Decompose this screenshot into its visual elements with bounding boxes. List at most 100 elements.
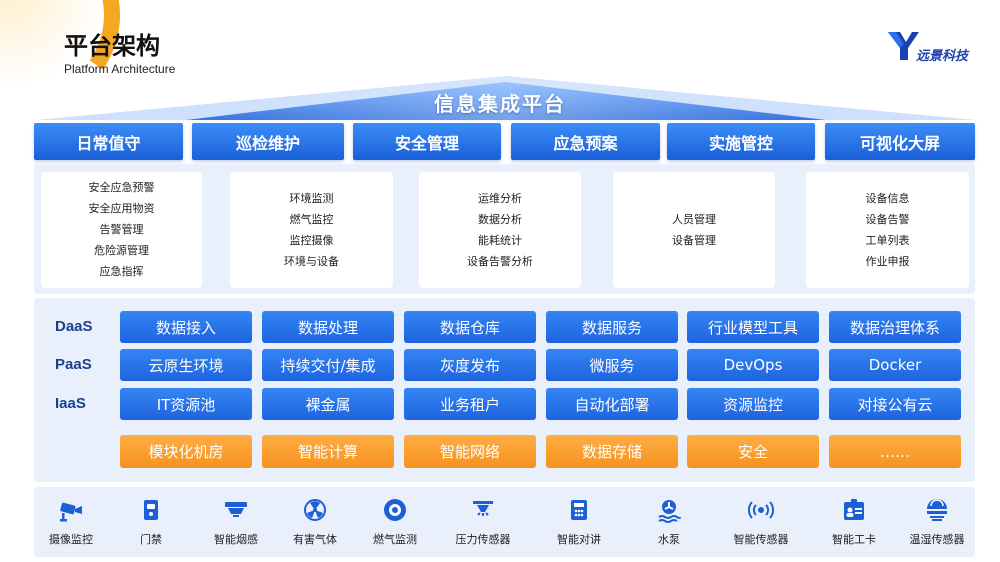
category-implementation: 实施管控	[667, 123, 815, 160]
infra-cell: 数据存储	[546, 435, 678, 468]
infra-cell: 智能网络	[404, 435, 536, 468]
paas-cell: 持续交付/集成	[262, 349, 394, 381]
layer-label-daas: DaaS	[55, 318, 93, 335]
feature-item: 能耗统计	[478, 233, 522, 247]
paas-cell: 灰度发布	[404, 349, 536, 381]
feature-item: 运维分析	[478, 191, 522, 205]
paas-cell: 微服务	[546, 349, 678, 381]
category-inspection: 巡检维护	[192, 123, 344, 160]
platform-roof	[36, 76, 976, 122]
iaas-cell: IT资源池	[120, 388, 252, 420]
daas-cell: 数据服务	[546, 311, 678, 343]
paas-cell: 云原生环境	[120, 349, 252, 381]
device-pressure-sensor: 压力传感器	[443, 497, 523, 547]
logo-mark-icon	[888, 32, 919, 60]
paas-cell: DevOps	[687, 349, 819, 381]
device-water-pump: 水泵	[629, 497, 709, 547]
feature-card-management: 人员管理 设备管理	[613, 172, 775, 288]
category-row: 日常值守 巡检维护 安全管理 应急预案 实施管控 可视化大屏	[34, 123, 975, 160]
device-label: 有害气体	[293, 533, 337, 546]
device-label: 压力传感器	[455, 533, 511, 546]
iaas-cell: 业务租户	[404, 388, 536, 420]
device-smoke-detector: 智能烟感	[196, 497, 276, 547]
feature-item: 环境与设备	[284, 254, 339, 268]
device-label: 门禁	[140, 533, 162, 546]
feature-card-safety: 安全应急预警 安全应用物资 告警管理 危险源管理 应急指挥	[41, 172, 202, 288]
feature-item: 监控摄像	[289, 233, 334, 247]
device-band	[34, 487, 975, 557]
feature-item: 应急指挥	[99, 265, 144, 278]
device-label: 温湿传感器	[909, 533, 965, 546]
device-label: 智能对讲	[557, 533, 601, 546]
category-emergency-plan: 应急预案	[511, 123, 660, 160]
device-label: 燃气监测	[373, 533, 417, 546]
device-hazard-gas: 有害气体	[275, 497, 355, 547]
iaas-cell: 资源监控	[687, 388, 819, 420]
infra-cell: 安全	[687, 435, 819, 468]
layer-label-iaas: IaaS	[55, 395, 86, 412]
page-title: 平台架构	[64, 32, 160, 60]
feature-band: 安全应急预警 安全应用物资 告警管理 危险源管理 应急指挥 环境监测 燃气监控 …	[34, 164, 975, 294]
feature-item: 设备信息	[865, 191, 910, 205]
hazard-gas-icon	[304, 499, 326, 521]
device-id-card: 智能工卡	[814, 497, 894, 547]
device-access-control: 门禁	[111, 497, 191, 547]
infra-cell: ……	[829, 435, 961, 468]
daas-cell: 行业模型工具	[687, 311, 819, 343]
water-pump-icon	[658, 500, 681, 523]
device-gas-sensor: 燃气监测	[355, 497, 435, 547]
feature-item: 安全应急预警	[88, 181, 155, 194]
daas-cell: 数据接入	[120, 311, 252, 343]
device-humidity-sensor: 温湿传感器	[897, 497, 977, 547]
feature-item: 燃气监控	[289, 212, 334, 226]
feature-card-analysis: 运维分析 数据分析 能耗统计 设备告警分析	[419, 172, 581, 288]
daas-cell: 数据处理	[262, 311, 394, 343]
device-camera: 摄像监控	[31, 497, 111, 547]
humidity-sensor-icon	[927, 499, 947, 521]
category-safety: 安全管理	[353, 123, 501, 160]
page-subtitle: Platform Architecture	[64, 62, 176, 76]
device-label: 水泵	[658, 533, 680, 546]
feature-card-devices: 设备信息 设备告警 工单列表 作业申报	[806, 172, 969, 288]
company-logo: 远景科技	[886, 28, 976, 66]
platform-title: 信息集成平台	[434, 92, 566, 116]
feature-item: 安全应用物资	[88, 202, 155, 215]
feature-item: 设备告警	[865, 212, 910, 226]
device-label: 智能工卡	[832, 533, 876, 546]
infra-cell: 智能计算	[262, 435, 394, 468]
feature-item: 环境监测	[289, 191, 334, 205]
daas-cell: 数据仓库	[404, 311, 536, 343]
category-big-screen: 可视化大屏	[825, 123, 975, 160]
feature-item: 设备管理	[672, 233, 716, 247]
wireless-sensor-icon	[748, 501, 774, 519]
id-card-icon	[844, 499, 864, 520]
iaas-cell: 自动化部署	[546, 388, 678, 420]
feature-item: 工单列表	[865, 233, 910, 247]
layer-label-paas: PaaS	[55, 356, 92, 373]
feature-item: 告警管理	[99, 223, 144, 236]
pressure-sensor-icon	[473, 501, 493, 516]
device-wireless-sensor: 智能传感器	[721, 497, 801, 547]
feature-item: 设备告警分析	[467, 254, 533, 268]
device-label: 智能传感器	[733, 533, 789, 546]
daas-cell: 数据治理体系	[829, 311, 961, 343]
category-daily-duty: 日常值守	[34, 123, 183, 160]
device-label: 智能烟感	[214, 533, 258, 546]
iaas-cell: 对接公有云	[829, 388, 961, 420]
device-intercom: 智能对讲	[539, 497, 619, 547]
smoke-detector-icon	[225, 502, 247, 517]
logo-text: 远景科技	[916, 49, 969, 64]
feature-item: 作业申报	[865, 254, 910, 268]
iaas-cell: 裸金属	[262, 388, 394, 420]
infra-cell: 模块化机房	[120, 435, 252, 468]
device-label: 摄像监控	[49, 533, 93, 546]
intercom-icon	[571, 500, 587, 520]
camera-icon	[60, 502, 82, 522]
feature-item: 危险源管理	[94, 244, 149, 257]
gas-sensor-icon	[384, 499, 406, 521]
access-control-icon	[144, 500, 158, 520]
feature-item: 数据分析	[478, 212, 522, 226]
feature-card-monitoring: 环境监测 燃气监控 监控摄像 环境与设备	[230, 172, 393, 288]
paas-cell: Docker	[829, 349, 961, 381]
feature-item: 人员管理	[672, 212, 716, 226]
